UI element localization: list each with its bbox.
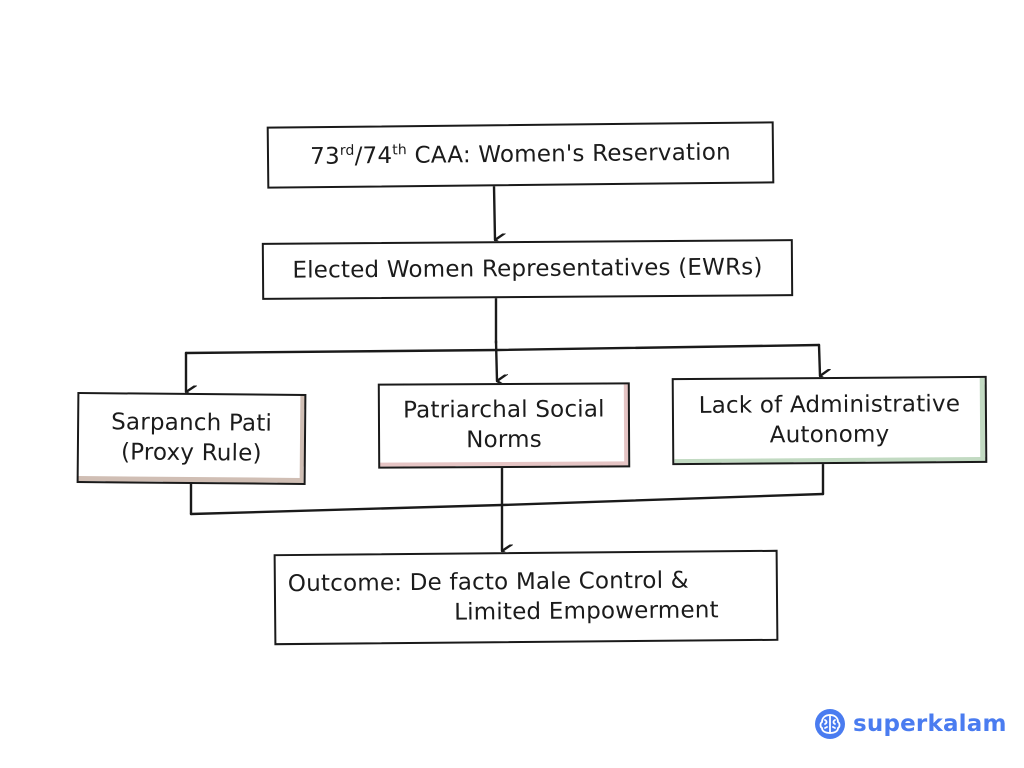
edge-branch-bar [184,343,821,355]
node-pati-line1: Sarpanch Pati [111,408,273,437]
node-caa-reservation: 73rd/74th CAA: Women's Reservation [266,121,775,189]
node-outcome-line2: Limited Empowerment [454,596,719,626]
node-patriarchal-norms: Patriarchal Social Norms [377,382,631,469]
edge-caa-to-ewr [492,184,495,240]
node-ewr: Elected Women Representatives (EWRs) [261,239,794,300]
node-autonomy-line1: Lack of Administrative [698,390,961,419]
node-autonomy-line2: Autonomy [769,421,890,448]
node-ewr-label: Elected Women Representatives (EWRs) [292,253,763,284]
brain-icon [815,709,845,739]
node-sarpanch-pati: Sarpanch Pati (Proxy Rule) [76,392,307,485]
brand-logo: superkalam [814,708,1007,740]
node-admin-autonomy: Lack of Administrative Autonomy [671,375,988,466]
edge-ewr-to-norms [494,339,497,381]
node-outcome-line1: Outcome: De facto Male Control & [287,567,689,597]
node-norms-line2: Norms [466,426,543,453]
node-outcome: Outcome: De facto Male Control & Limited… [273,549,779,646]
edge-ewr-to-autonomy [817,343,820,376]
brand-name: superkalam [853,711,1007,737]
node-norms-line1: Patriarchal Social [403,396,605,424]
node-pati-line2: (Proxy Rule) [120,438,262,467]
node-caa-label: 73rd/74th CAA: Women's Reservation [310,139,731,170]
edge-merge-bar [189,492,825,516]
